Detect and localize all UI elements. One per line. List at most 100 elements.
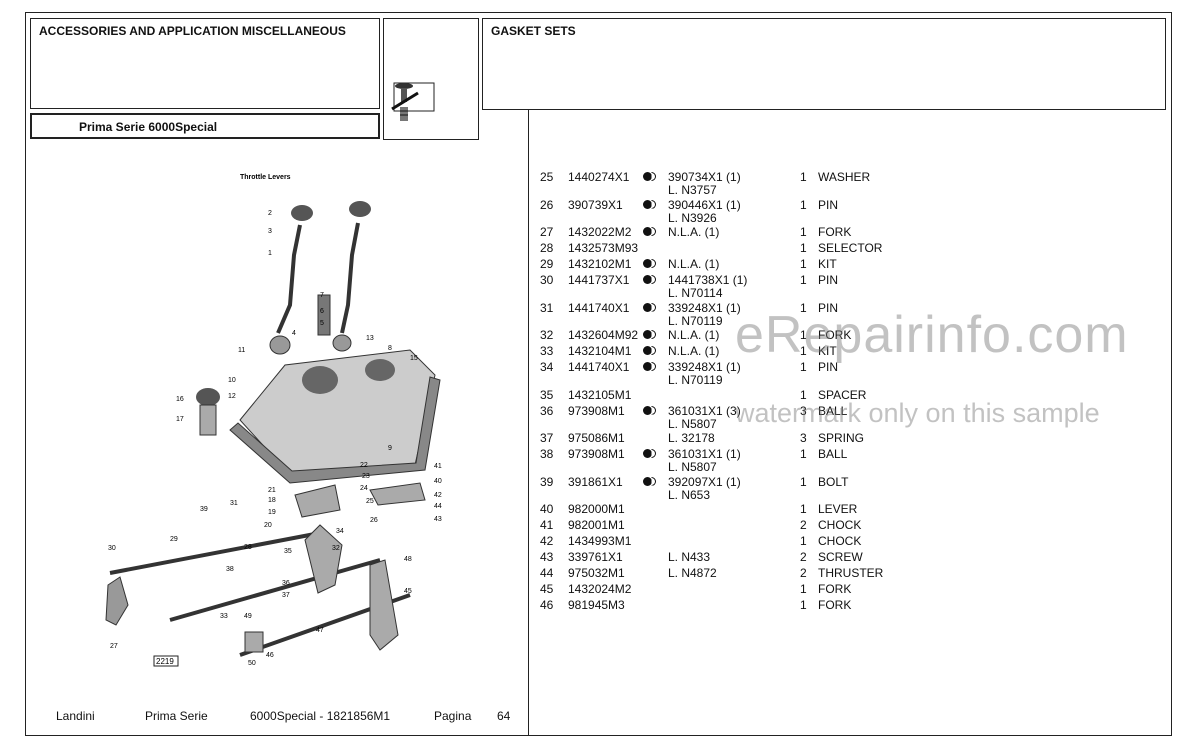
- callout-2: 2: [268, 210, 272, 217]
- parts-qty: 1: [800, 241, 807, 255]
- parts-part: 1432104M1: [568, 344, 632, 358]
- supersede-icon: [643, 362, 655, 372]
- callout-37: 37: [282, 592, 290, 599]
- callout-16: 16: [176, 396, 184, 403]
- parts-qty: 2: [800, 566, 807, 580]
- parts-ref: 339248X1 (1): [668, 360, 741, 374]
- callout-18: 18: [268, 497, 276, 504]
- parts-part: 973908M1: [568, 403, 625, 418]
- parts-part: 1441740X1: [568, 300, 630, 315]
- supersede-icon: [643, 199, 655, 210]
- supersede-icon: [643, 259, 655, 269]
- parts-sub: L. N3926: [668, 210, 717, 225]
- column-divider: [528, 110, 529, 736]
- parts-desc: FORK: [818, 225, 852, 239]
- parts-qty: 3: [800, 403, 807, 418]
- callout-41: 41: [434, 463, 442, 470]
- callout-34: 34: [336, 528, 344, 535]
- callout-40: 40: [434, 478, 442, 485]
- callout-31: 31: [230, 500, 238, 507]
- parts-no: 30: [540, 273, 554, 287]
- callout-19: 19: [268, 509, 276, 516]
- parts-no: 27: [540, 225, 554, 239]
- callout-25: 25: [366, 498, 374, 505]
- callout-26: 26: [370, 517, 378, 524]
- parts-desc: PIN: [818, 360, 839, 374]
- callout-12: 12: [228, 393, 236, 400]
- callout-layer: 1234567891011121315161718192021222324252…: [108, 210, 442, 667]
- parts-desc: SELECTOR: [818, 241, 883, 255]
- parts-qty: 2: [800, 518, 807, 532]
- parts-no: 26: [540, 197, 554, 212]
- parts-ref: 361031X1 (1): [668, 447, 741, 461]
- callout-48: 48: [404, 556, 412, 563]
- page-frame: [25, 12, 1172, 736]
- header-icon-box: [383, 18, 479, 140]
- supersede-icon: [643, 476, 655, 487]
- parts-sub: L. N70114: [668, 286, 723, 300]
- parts-part: 982000M1: [568, 502, 625, 516]
- callout-23: 23: [362, 473, 370, 480]
- parts-ref: N.L.A. (1): [668, 328, 720, 342]
- callout-47: 47: [316, 627, 324, 634]
- supersede-icon: [643, 330, 655, 340]
- parts-qty: 1: [800, 474, 807, 489]
- parts-desc: KIT: [818, 257, 837, 271]
- parts-qty: 3: [800, 431, 807, 445]
- parts-desc: SCREW: [818, 550, 863, 564]
- parts-part: 391861X1: [568, 474, 623, 489]
- footer-series: Prima Serie: [145, 709, 208, 723]
- parts-qty: 1: [800, 387, 807, 402]
- callout-5: 5: [320, 320, 324, 327]
- series-box: Prima Serie 6000Special: [30, 113, 380, 139]
- supersede-icon: [643, 172, 655, 182]
- parts-no: 34: [540, 360, 554, 374]
- callout-38: 38: [226, 566, 234, 573]
- callout-13: 13: [366, 335, 374, 342]
- callout-6: 6: [320, 308, 324, 315]
- diagram-ref-code: 2219: [156, 657, 174, 666]
- parts-qty: 1: [800, 197, 807, 212]
- parts-desc: SPRING: [818, 431, 865, 445]
- parts-no: 42: [540, 534, 554, 548]
- parts-qty: 1: [800, 360, 807, 374]
- tool-icon: [391, 82, 435, 121]
- callout-1: 1: [268, 250, 272, 257]
- parts-qty: 1: [800, 257, 807, 271]
- parts-qty: 1: [800, 582, 807, 596]
- diagram-title: Throttle Levers: [240, 174, 291, 181]
- parts-part: 390739X1: [568, 197, 623, 212]
- parts-sub: L. N653: [668, 487, 711, 502]
- parts-qty: 1: [800, 502, 807, 516]
- parts-qty: 1: [800, 344, 807, 358]
- parts-ref: N.L.A. (1): [668, 344, 720, 358]
- callout-17: 17: [176, 416, 184, 423]
- supersede-icon: [643, 275, 655, 285]
- callout-27: 27: [110, 643, 118, 650]
- parts-no: 31: [540, 300, 554, 315]
- parts-no: 46: [540, 598, 554, 612]
- callout-10: 10: [228, 377, 236, 384]
- callout-35: 35: [284, 548, 292, 555]
- parts-no: 36: [540, 403, 554, 418]
- footer-page-label: Pagina: [434, 709, 472, 723]
- parts-desc: FORK: [818, 582, 852, 596]
- parts-desc: SPACER: [818, 387, 867, 402]
- parts-part: 1432102M1: [568, 257, 632, 271]
- callout-32: 32: [332, 545, 340, 552]
- header-right-title: GASKET SETS: [491, 24, 576, 38]
- footer-model: 6000Special - 1821856M1: [250, 709, 391, 723]
- parts-desc: PIN: [818, 197, 839, 212]
- callout-9: 9: [388, 445, 392, 452]
- parts-ref: N.L.A. (1): [668, 225, 720, 239]
- parts-part: 1441740X1: [568, 360, 630, 374]
- parts-no: 37: [540, 431, 554, 445]
- parts-qty: 1: [800, 225, 807, 239]
- header-right-box: GASKET SETS: [482, 18, 1166, 110]
- parts-desc: FORK: [818, 598, 852, 612]
- callout-7: 7: [320, 292, 324, 299]
- parts-desc: FORK: [818, 328, 852, 342]
- parts-part: 1432573M93: [568, 241, 639, 255]
- callout-44: 44: [434, 503, 442, 510]
- series-label: Prima Serie 6000Special: [79, 120, 218, 134]
